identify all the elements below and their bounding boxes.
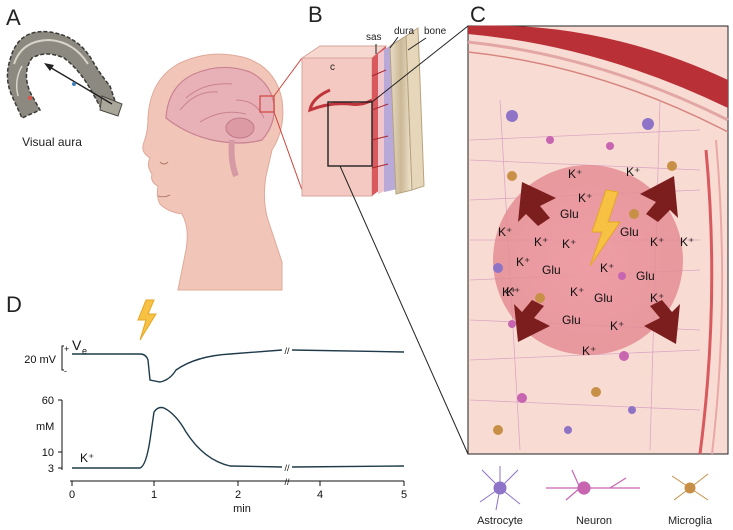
ve-trace (72, 349, 405, 383)
panel-c-letter: C (470, 2, 486, 27)
cortex-label: c (330, 62, 335, 73)
k-tick-60: 60 (42, 395, 54, 407)
arrow-down-left (514, 300, 550, 342)
legend-neuron: Neuron (576, 515, 612, 527)
stimulus-lightning-icon (137, 299, 157, 341)
panel-a-letter: A (6, 5, 21, 30)
sas-label: sas (366, 32, 382, 43)
visual-aura-icon (6, 30, 123, 119)
axis-break-x: // (284, 477, 290, 487)
potassium-label: K⁺ (578, 191, 592, 205)
potassium-label: K⁺ (506, 285, 520, 299)
arrow-up-left (518, 182, 556, 226)
k-label: K⁺ (80, 451, 94, 465)
vessel-wall (698, 149, 714, 455)
lightning-icon (589, 189, 621, 267)
zoom-line-c-bottom (339, 165, 469, 455)
potassium-label: K⁺ (570, 285, 584, 299)
x-tick-2: 2 (235, 489, 241, 501)
zoom-line-bottom (273, 111, 303, 191)
dura-label: dura (394, 26, 414, 37)
potassium-label: K⁺ (650, 235, 664, 249)
bone-label: bone (424, 26, 447, 37)
potassium-label: K⁺ (534, 235, 548, 249)
head-illustration (142, 53, 284, 291)
arrow-down-right (644, 300, 680, 344)
glutamate-label: Glu (620, 225, 639, 239)
glutamate-label: Glu (562, 313, 581, 327)
x-tick-1: 1 (151, 489, 157, 501)
potassium-label: K⁺ (680, 235, 694, 249)
potassium-label: K⁺ (502, 285, 516, 299)
visual-aura-caption: Visual aura (22, 135, 82, 149)
k-tick-10: 10 (42, 447, 54, 459)
x-tick-4: 4 (317, 489, 323, 501)
potassium-label: K⁺ (498, 225, 512, 239)
neuron-icon (546, 469, 640, 501)
legend-microglia: Microglia (668, 515, 713, 527)
potassium-label: K⁺ (626, 165, 640, 179)
legend-astrocyte: Astrocyte (477, 515, 523, 527)
axis-break-k: // (284, 463, 290, 473)
x-axis-label: min (233, 503, 251, 515)
potassium-label: K⁺ (516, 255, 530, 269)
astrocyte-icon (479, 466, 521, 511)
wave-arrows (514, 176, 680, 344)
panel-b: B c sas dura bone (300, 2, 447, 197)
glutamate-label: Glu (560, 207, 579, 221)
potassium-label: K⁺ (568, 167, 582, 181)
panel-b-letter: B (308, 2, 323, 27)
k-trace (72, 406, 405, 469)
zoom-line-c-top (371, 25, 469, 103)
potassium-label: K⁺ (562, 237, 576, 251)
panel-a: A Visual aura (6, 5, 123, 149)
potassium-label: K⁺ (610, 319, 624, 333)
k-tick-3: 3 (48, 463, 54, 475)
panel-d: D V e + - 20 mV 60 10 3 mM K⁺ 0 1 2 4 5 … (6, 292, 407, 515)
panel-c: C (467, 2, 729, 527)
k-unit: mM (36, 421, 54, 433)
glutamate-label: Glu (636, 269, 655, 283)
potassium-label: K⁺ (650, 291, 664, 305)
zoom-line-top (273, 57, 303, 97)
ve-plus: + (64, 344, 69, 354)
ve-label: V (72, 337, 82, 353)
dural-layer (468, 25, 728, 108)
axis-break-ve: // (284, 346, 290, 356)
arrow-up-right (640, 176, 678, 222)
glutamate-label: Glu (594, 291, 613, 305)
zoom-box-cortex (327, 101, 373, 167)
potassium-label: K⁺ (600, 261, 614, 275)
ve-minus: - (64, 366, 67, 376)
cell-legend: Astrocyte Neuron Microglia (477, 466, 713, 527)
x-tick-5: 5 (401, 489, 407, 501)
ve-subscript: e (82, 346, 87, 356)
potassium-label: K⁺ (582, 344, 596, 358)
microglia-icon (671, 473, 709, 501)
zoom-box-head (259, 95, 275, 113)
ve-scale-label: 20 mV (24, 354, 56, 366)
glutamate-label: Glu (542, 263, 561, 277)
x-tick-0: 0 (69, 489, 75, 501)
panel-d-letter: D (6, 292, 22, 317)
